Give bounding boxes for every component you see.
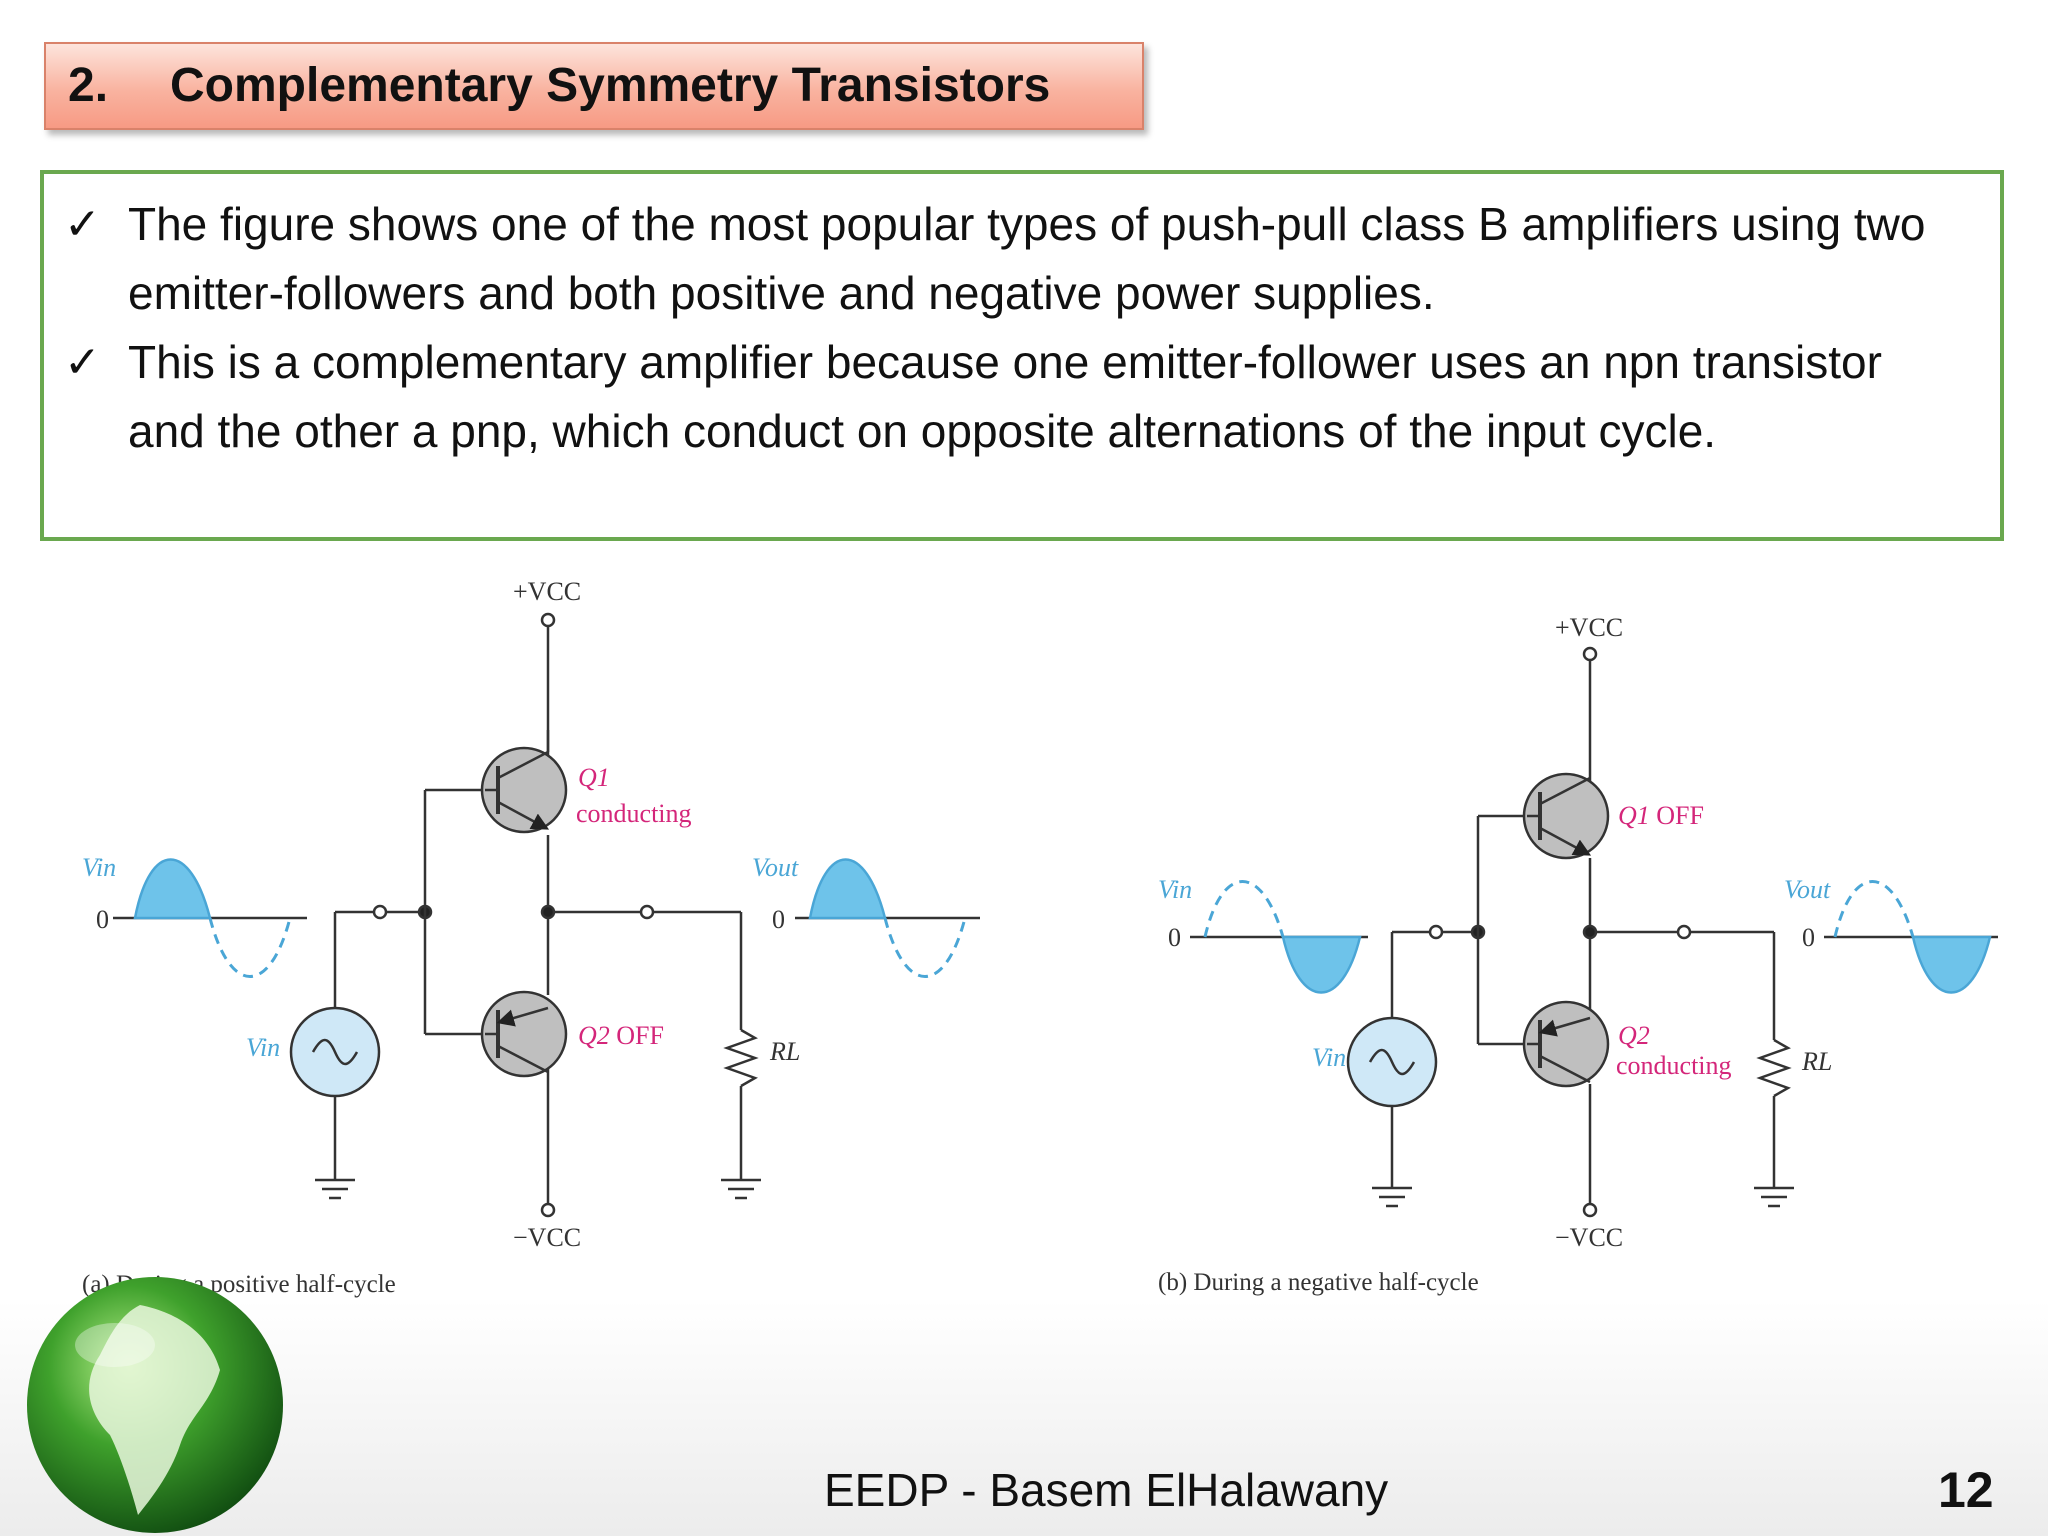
vcc-pos-terminal [1582,646,1598,662]
background-fade [0,1300,2048,1536]
slide-title-box: 2. Complementary Symmetry Transistors [44,42,1144,130]
load-label: RL [769,1037,800,1066]
circuit-a [113,612,980,1218]
output-wave-negative [1911,935,1992,994]
sine-icon [1368,1048,1416,1076]
source-label: Vin [1312,1043,1346,1072]
caption-b: (b) During a negative half-cycle [1158,1269,1479,1296]
footer-author: EEDP - Basem ElHalawany [824,1464,1389,1516]
q2-name: Q2 [1618,1021,1650,1050]
vcc-neg-terminal [1582,1202,1598,1218]
transistor-q2 [480,990,568,1078]
q2-state: OFF [616,1021,664,1050]
q2-name: Q2 [578,1021,610,1050]
q1-name: Q1 [1618,801,1650,830]
globe-logo [27,1277,283,1533]
input-wave-negative [1281,935,1362,994]
bullet-text-2: This is a complementary amplifier becaus… [128,336,1882,457]
title-number: 2. [68,59,109,112]
vcc-neg-label: −VCC [513,1223,581,1252]
vcc-pos-label: +VCC [513,577,581,606]
transistor-q2 [1522,1000,1610,1088]
q2-state: conducting [1616,1051,1732,1080]
input-wave-positive [133,858,212,920]
page-number: 12 [1938,1462,1994,1518]
check-icon: ✓ [64,199,101,250]
output-terminal [639,904,655,920]
bullet-box: ✓ The figure shows one of the most popul… [40,170,2004,541]
ground-symbol [315,1178,355,1200]
vout-wave-label: Vout [1784,875,1831,904]
load-label: RL [1801,1047,1832,1076]
bullet-item-2: ✓ This is a complementary amplifier beca… [64,328,1964,466]
vin-wave-label: Vin [82,853,116,882]
output-wave-negative [883,917,967,978]
q2-label: Q2 OFF [578,1021,664,1050]
vcc-neg-terminal [540,1202,556,1218]
q1-state: conducting [576,799,692,828]
circuit-b [1190,646,1998,1218]
q1-label: Q1 OFF [1618,801,1704,830]
input-terminal [1428,924,1444,940]
vcc-pos-terminal [540,612,556,628]
input-wave-negative [208,917,292,978]
sine-icon [311,1038,359,1066]
vcc-pos-label: +VCC [1555,613,1623,642]
source-label: Vin [246,1033,280,1062]
load-resistor [1756,1038,1792,1098]
output-wave-positive [808,858,887,920]
zero-label-in: 0 [1168,923,1181,952]
q1-name: Q1 [578,763,610,792]
slide-title: Complementary Symmetry Transistors [170,59,1051,112]
ground-symbol [721,1178,761,1200]
transistor-q1 [1522,772,1610,860]
bullet-item-1: ✓ The figure shows one of the most popul… [64,190,1964,328]
output-wave-positive [1833,880,1915,938]
q1-state: OFF [1656,801,1704,830]
zero-label-out: 0 [772,905,785,934]
zero-label-in: 0 [96,905,109,934]
ground-symbol [1754,1186,1794,1208]
check-icon: ✓ [64,337,101,388]
load-resistor [723,1028,759,1088]
transistor-q1 [480,730,568,834]
output-node [540,904,556,920]
output-terminal [1676,924,1692,940]
zero-label-out: 0 [1802,923,1815,952]
input-wave-positive [1203,880,1285,938]
bullet-text-1: The figure shows one of the most popular… [128,198,1926,319]
vin-wave-label: Vin [1158,875,1192,904]
vcc-neg-label: −VCC [1555,1223,1623,1252]
input-terminal [372,904,388,920]
vout-wave-label: Vout [752,853,799,882]
ground-symbol [1372,1186,1412,1208]
output-node [1582,924,1598,940]
